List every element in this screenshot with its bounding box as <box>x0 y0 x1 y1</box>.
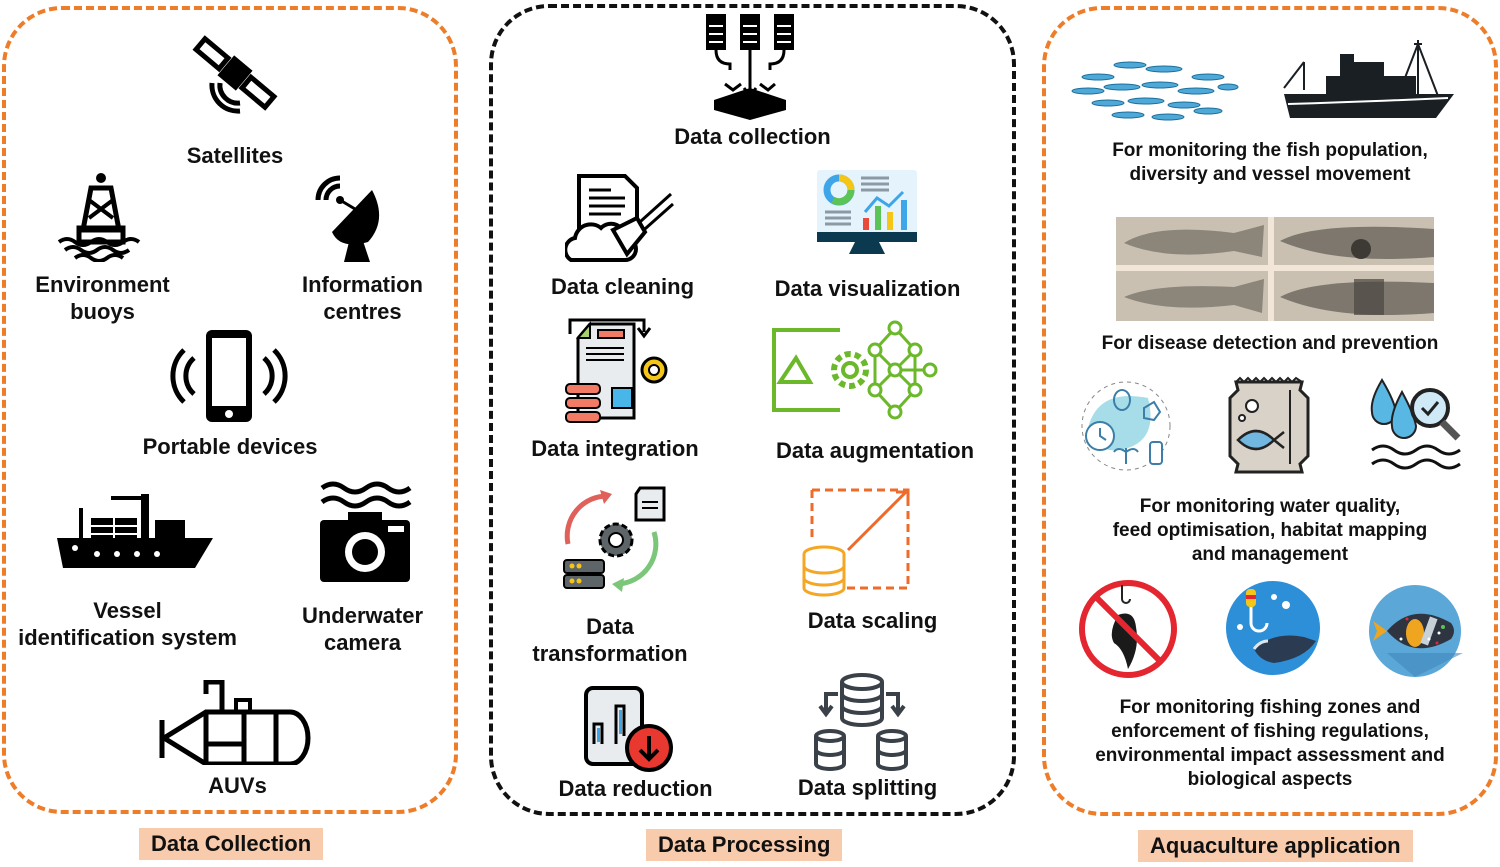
vessel-identification-label: Vessel identification system <box>18 598 237 650</box>
underwater-camera-label: Underwater camera <box>301 603 424 655</box>
data-integration-label: Data integration <box>531 436 699 461</box>
data-augmentation-icon <box>772 320 938 420</box>
data-cleaning-icon <box>565 174 674 262</box>
data-scaling-label: Data scaling <box>807 608 938 633</box>
disease-detection-label: For disease detection and prevention <box>1101 333 1439 354</box>
water-quality-label: For monitoring water quality, feed optim… <box>1112 496 1428 565</box>
satellite-dish-icon <box>315 175 380 262</box>
data-integration-icon <box>565 318 668 423</box>
auvs-label: AUVs <box>208 773 267 798</box>
fish-feed-bag-icon <box>1228 376 1310 474</box>
data-cleaning-label: Data cleaning <box>550 274 695 299</box>
smartphone-icon <box>170 330 288 422</box>
buoy-icon <box>57 173 141 262</box>
fishing-zones-label: For monitoring fishing zones and enforce… <box>1095 697 1445 790</box>
fish-school-icon <box>1071 61 1239 121</box>
fish-population-label: For monitoring the fish population, dive… <box>1112 140 1428 185</box>
data-collection-panel <box>2 6 458 814</box>
portable-devices-label: Portable devices <box>142 434 318 459</box>
data-splitting-icon <box>814 673 908 771</box>
data-collection-icon <box>706 14 794 120</box>
fish-pollution-icon <box>1369 585 1463 677</box>
auv-icon <box>159 680 311 765</box>
pest-control-icon <box>1081 381 1171 471</box>
cargo-ship-icon <box>57 494 213 568</box>
satellite-icon <box>192 35 278 114</box>
data-transformation-label: Data transformation <box>532 614 688 666</box>
data-transformation-icon <box>563 486 666 592</box>
data-collection-step-label: Data collection <box>674 124 831 149</box>
data-visualization-label: Data visualization <box>774 276 961 301</box>
fishing-vessel-icon <box>1283 40 1454 118</box>
data-processing-caption: Data Processing <box>646 829 843 861</box>
water-quality-icon <box>1370 378 1461 470</box>
diseased-fish-photos <box>1116 217 1434 321</box>
data-reduction-icon <box>584 686 673 772</box>
data-scaling-icon <box>802 488 910 597</box>
data-visualization-icon <box>817 170 917 254</box>
fishing-hook-icon <box>1226 581 1320 675</box>
underwater-camera-icon <box>320 481 412 582</box>
aquaculture-application-panel <box>1042 6 1498 816</box>
data-collection-caption: Data Collection <box>139 828 324 860</box>
aquaculture-application-caption: Aquaculture application <box>1138 830 1413 862</box>
environment-buoys-label: Environment buoys <box>35 272 170 324</box>
information-centres-label: Information centres <box>302 272 423 324</box>
data-reduction-label: Data reduction <box>558 776 713 801</box>
data-processing-panel <box>489 4 1016 816</box>
satellites-label: Satellites <box>186 143 284 168</box>
no-fishing-icon <box>1079 580 1177 678</box>
data-augmentation-label: Data augmentation <box>775 438 975 463</box>
data-splitting-label: Data splitting <box>797 775 938 800</box>
